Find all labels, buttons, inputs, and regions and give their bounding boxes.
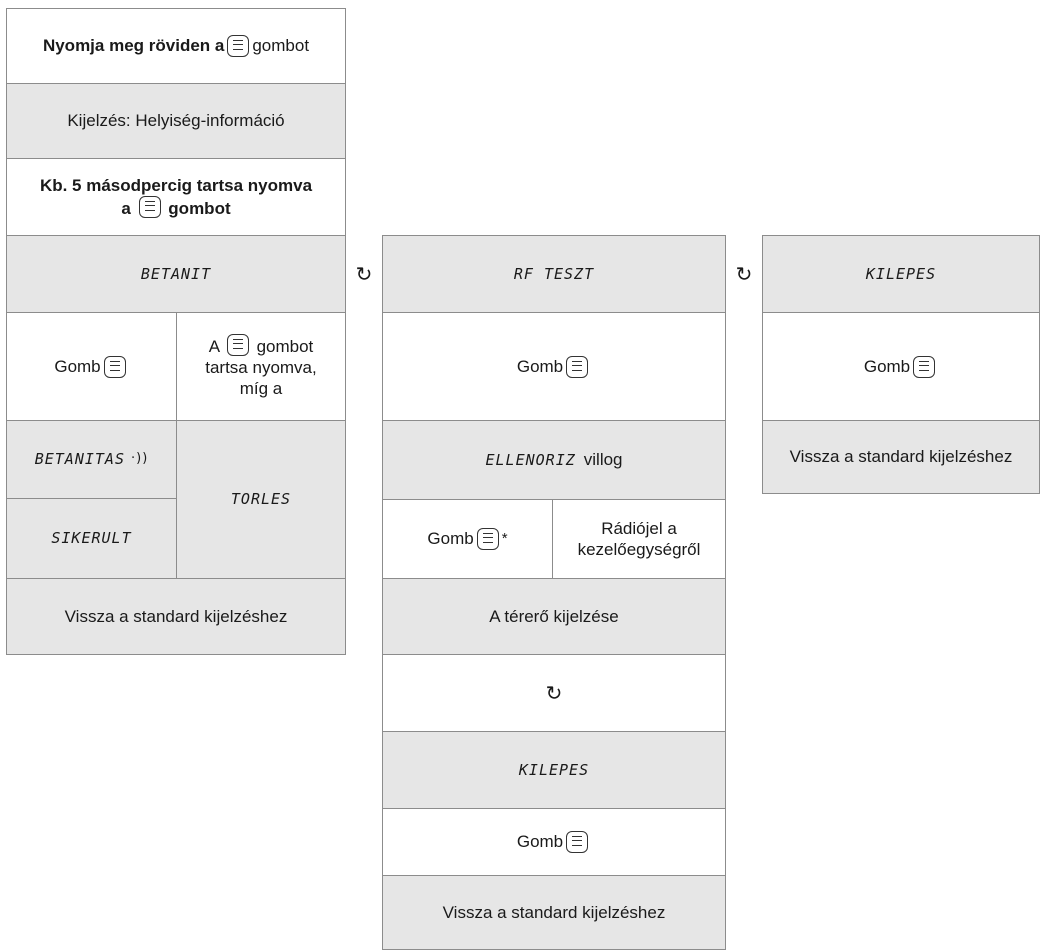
- col3-button-step: Gomb: [762, 312, 1040, 421]
- col1-delete-step: TORLES: [176, 420, 346, 579]
- menu-button-icon: [913, 355, 936, 378]
- button-label: Gomb: [516, 832, 564, 852]
- col2-exit-step: KILEPES: [382, 731, 726, 809]
- menu-button-icon: [103, 355, 126, 378]
- hold-instruction: A gombot tartsa nyomva, míg a: [195, 333, 327, 400]
- check-suffix: villog: [583, 450, 623, 470]
- col1-hold-step: A gombot tartsa nyomva, míg a: [176, 312, 346, 421]
- menu-button-icon: [138, 196, 161, 218]
- button-label: Gomb: [863, 356, 911, 376]
- betanitas-label: BETANITAS: [34, 450, 125, 469]
- menu-button-icon: [226, 333, 249, 356]
- col1-return-step: Vissza a standard kijelzéshez: [6, 578, 346, 655]
- kilepes-label: KILEPES: [865, 264, 937, 283]
- col2-radio-step: Rádiójel a kezelőegységről: [552, 499, 726, 579]
- menu-button-icon: [227, 35, 250, 57]
- col2-button-step-2: Gomb: [382, 808, 726, 876]
- radio-signal-text: Rádiójel a kezelőegységről: [577, 518, 701, 559]
- cycle-arrow-icon: ↻: [545, 680, 563, 705]
- button-label: Gomb: [427, 529, 474, 549]
- col2-button-star-step: Gomb *: [382, 499, 553, 579]
- menu-button-icon: [476, 528, 499, 550]
- radio-signal-icon: ·)): [131, 451, 149, 467]
- hold-line2: a gombot: [121, 196, 231, 219]
- hold-suffix: gombot: [168, 199, 231, 218]
- col1-success-step: SIKERULT: [6, 498, 177, 579]
- col1-button-step: Gomb: [6, 312, 177, 421]
- col1-title: BETANIT: [6, 235, 346, 313]
- return-text: Vissza a standard kijelzéshez: [442, 902, 666, 922]
- rf-test-label: RF TESZT: [513, 264, 595, 283]
- return-text: Vissza a standard kijelzéshez: [64, 606, 288, 626]
- col3-title: KILEPES: [762, 235, 1040, 313]
- col2-return-step: Vissza a standard kijelzéshez: [382, 875, 726, 950]
- cycle-arrow-icon: ↻: [735, 262, 753, 286]
- col1-learning-step: BETANITAS ·)): [6, 420, 177, 499]
- kilepes-label: KILEPES: [518, 760, 590, 779]
- col2-title: RF TESZT: [382, 235, 726, 313]
- torles-label: TORLES: [230, 490, 292, 509]
- return-text: Vissza a standard kijelzéshez: [789, 447, 1013, 467]
- button-label: Gomb: [54, 356, 101, 376]
- field-strength-text: A térerő kijelzése: [489, 606, 619, 626]
- hold-prefix: a: [121, 199, 131, 218]
- menu-button-icon: [566, 831, 589, 853]
- hold-line1: Kb. 5 másodpercig tartsa nyomva: [39, 175, 313, 195]
- col3-return-step: Vissza a standard kijelzéshez: [762, 420, 1040, 494]
- hold-suffix: gombot tartsa nyomva, míg a: [205, 336, 317, 399]
- sikerult-label: SIKERULT: [51, 529, 132, 548]
- display-info-step: Kijelzés: Helyiség-információ: [6, 83, 346, 159]
- menu-button-icon: [566, 355, 589, 378]
- col2-check-step: ELLENORIZ villog: [382, 420, 726, 500]
- hold-step: Kb. 5 másodpercig tartsa nyomva a gombot: [6, 158, 346, 236]
- betanit-label: BETANIT: [140, 264, 212, 283]
- display-info-text: Kijelzés: Helyiség-információ: [67, 111, 285, 131]
- col2-cycle-step: ↻: [382, 654, 726, 732]
- press-short-suffix: gombot: [252, 36, 310, 56]
- button-label: Gomb: [516, 356, 564, 376]
- press-short-step: Nyomja meg röviden a gombot: [6, 8, 346, 84]
- cycle-arrow-icon: ↻: [355, 262, 373, 286]
- footnote-star: *: [501, 529, 508, 547]
- ellenoriz-label: ELLENORIZ: [485, 450, 576, 469]
- col2-button-step: Gomb: [382, 312, 726, 421]
- hold-prefix: A: [208, 336, 220, 356]
- col2-field-strength-step: A térerő kijelzése: [382, 578, 726, 655]
- press-short-prefix: Nyomja meg röviden a: [42, 36, 225, 56]
